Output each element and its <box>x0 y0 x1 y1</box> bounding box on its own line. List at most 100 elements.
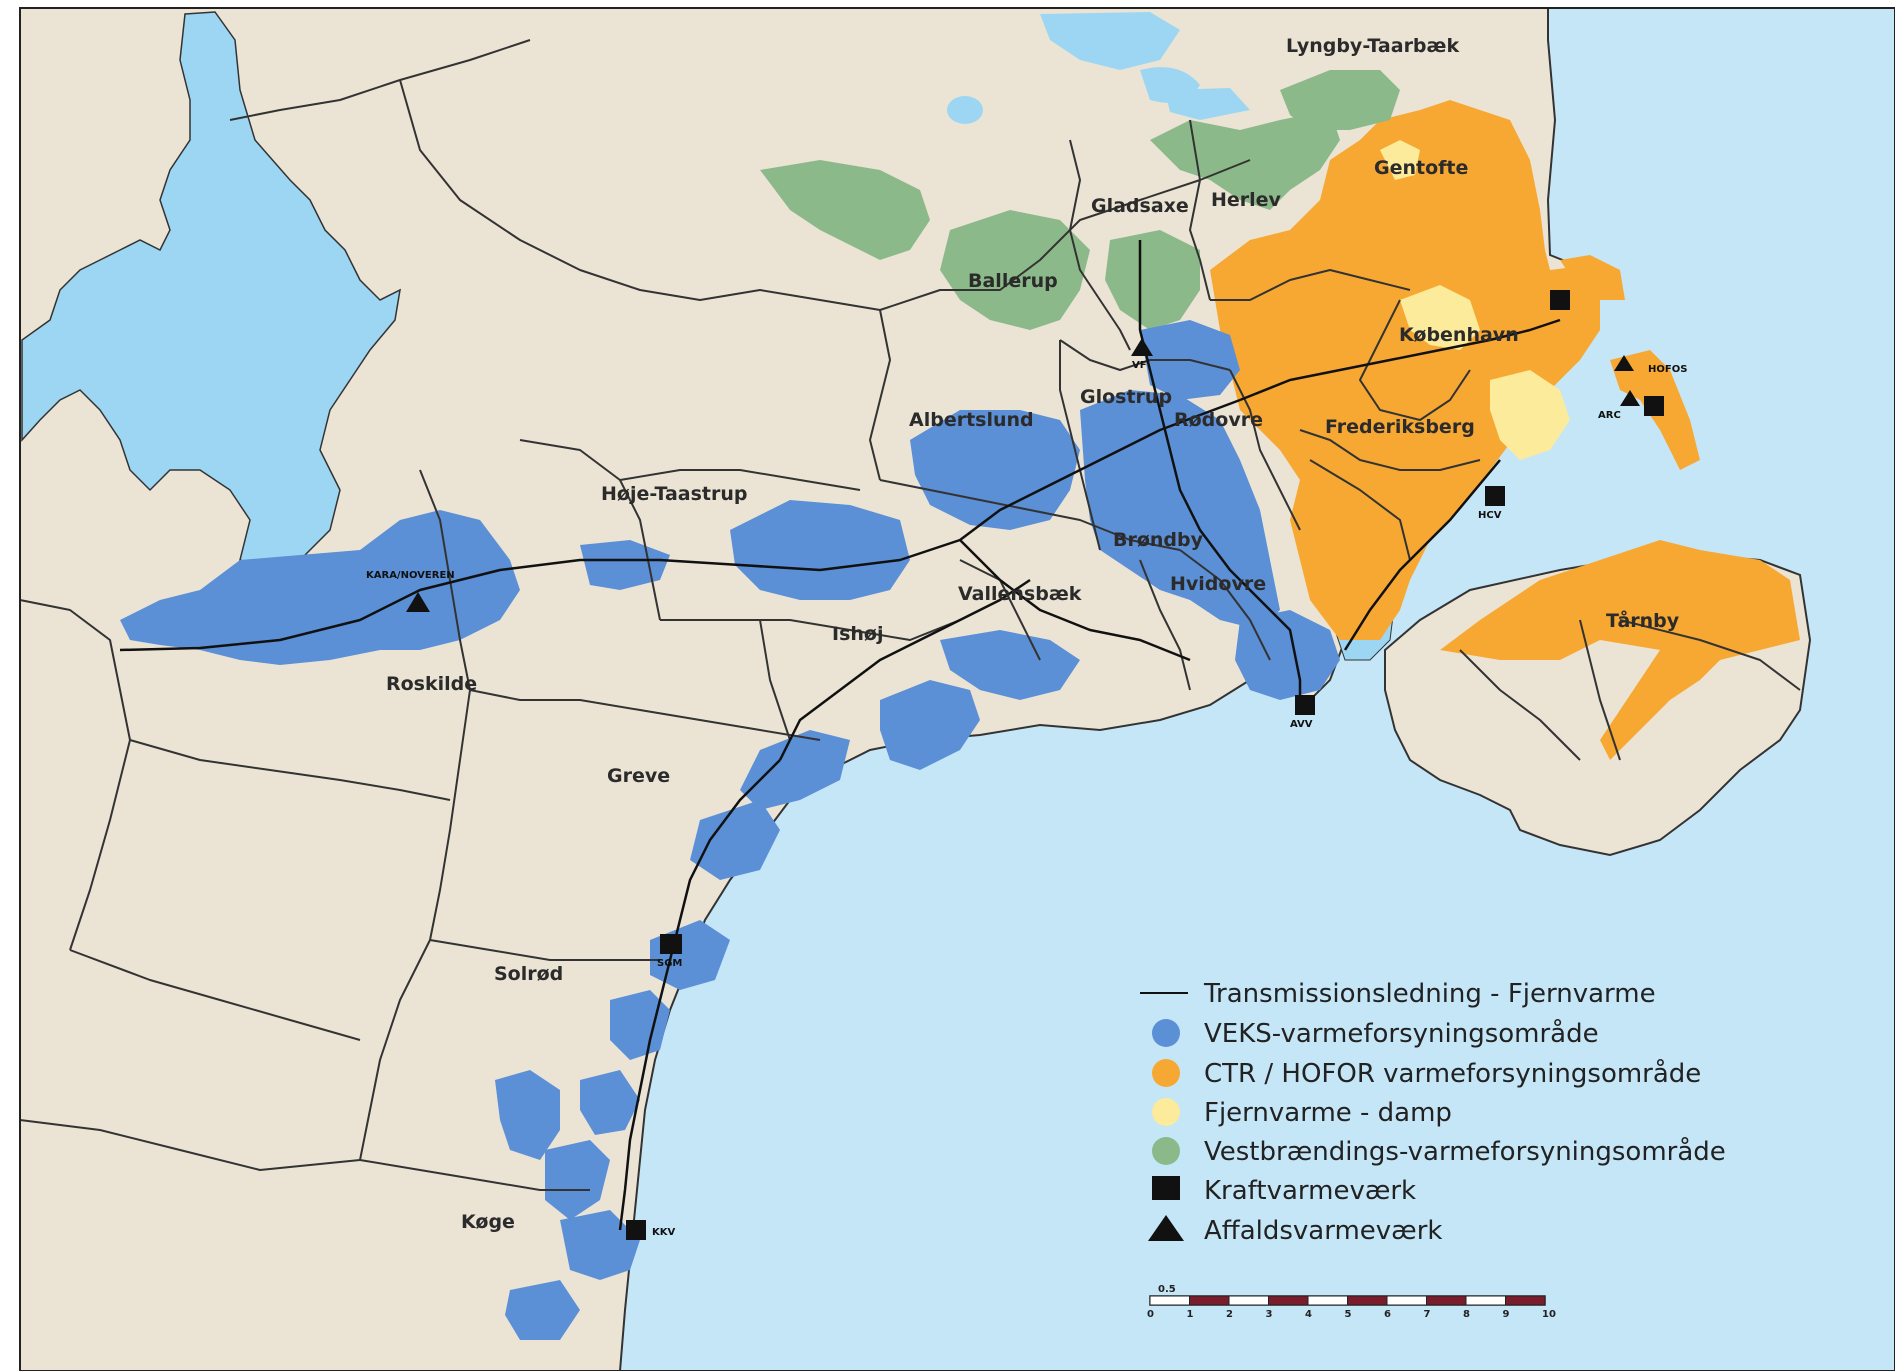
plant-label-vf: VF <box>1132 360 1147 371</box>
label-hoje-taastrup: Høje-Taastrup <box>601 483 748 505</box>
scale-segment <box>1386 1295 1427 1306</box>
legend-triangle-symbol <box>1148 1215 1184 1241</box>
plant-avv: AVV <box>1290 695 1315 730</box>
scale-segment <box>1465 1295 1506 1306</box>
municipality-labels: Lyngby-Taarbæk Gentofte Gladsaxe Herlev … <box>386 35 1680 1233</box>
plant-hofos: HOFOS <box>1614 355 1687 375</box>
label-tarnby: Tårnby <box>1606 608 1680 632</box>
affald-triangle <box>1131 338 1153 356</box>
ctr-hofor-area <box>1210 100 1800 760</box>
legend-item-kraft: Kraftvarmeværk <box>1204 1176 1416 1206</box>
scale-sub-label: 0.5 <box>1158 1284 1176 1295</box>
kraft-square <box>1295 695 1315 715</box>
plants: KARA/NOVEREN VF ARC HOFOS HCV AVV SGM <box>366 290 1687 1240</box>
kraft-square <box>1485 486 1505 506</box>
map-frame <box>19 7 1895 1371</box>
label-greve: Greve <box>607 765 670 787</box>
label-solrod: Solrød <box>494 963 563 985</box>
label-hvidovre: Hvidovre <box>1170 573 1266 595</box>
scale-segment <box>1307 1295 1348 1306</box>
label-koge: Køge <box>461 1211 515 1233</box>
legend-dot-veks <box>1152 1019 1180 1047</box>
plant-label-hcv: HCV <box>1478 510 1502 521</box>
legend-dot-damp <box>1152 1098 1180 1126</box>
scale-segment <box>1347 1295 1388 1306</box>
vestbraending-area <box>760 70 1400 330</box>
scale-tick-label: 6 <box>1384 1309 1391 1320</box>
legend-item-vest: Vestbrændings-varmeforsyningsområde <box>1204 1136 1726 1167</box>
fjernvarme-damp-area <box>1380 140 1570 460</box>
label-rodovre: Rødovre <box>1174 409 1263 431</box>
plant-hcv: HCV <box>1478 486 1505 521</box>
transmission-lines <box>119 240 1561 1231</box>
plant-sgm: SGM <box>657 934 682 969</box>
kraft-square <box>626 1220 646 1240</box>
label-gladsaxe: Gladsaxe <box>1091 195 1189 217</box>
plant-kara: KARA/NOVEREN <box>366 570 455 612</box>
affald-triangle <box>1614 355 1634 371</box>
lake-furesoe <box>1040 12 1180 70</box>
label-ballerup: Ballerup <box>968 270 1058 292</box>
label-kobenhavn: København <box>1399 324 1519 346</box>
scale-tick-label: 10 <box>1542 1309 1556 1320</box>
affald-triangle <box>406 592 430 612</box>
scale-tick-label: 3 <box>1266 1309 1273 1320</box>
scale-tick-label: 9 <box>1503 1309 1510 1320</box>
scale-segment <box>1149 1295 1190 1306</box>
plant-svv-square <box>1550 290 1570 310</box>
plant-label-hofos: HOFOS <box>1648 364 1687 375</box>
plant-vf: VF <box>1131 338 1153 371</box>
plant-label-sgm: SGM <box>657 958 682 969</box>
veks-area <box>120 320 1340 1340</box>
scale-segment <box>1189 1295 1230 1306</box>
scale-bar-segments <box>1149 1295 1546 1306</box>
plant-label-avv: AVV <box>1290 719 1313 730</box>
plant-label-kkv: KKV <box>652 1227 675 1238</box>
label-albertslund: Albertslund <box>909 409 1034 431</box>
legend-item-ctr: CTR / HOFOR varmeforsyningsområde <box>1204 1058 1701 1089</box>
scale-bar: 0.5 0 1 2 3 4 5 6 7 8 9 10 <box>1147 1284 1556 1320</box>
lake-small-2 <box>1165 88 1250 120</box>
scale-tick-label: 2 <box>1226 1309 1233 1320</box>
scale-segment <box>1505 1295 1546 1306</box>
plant-amv-square <box>1644 396 1664 416</box>
scale-tick-label: 4 <box>1305 1309 1312 1320</box>
label-ishoj: Ishøj <box>832 623 883 645</box>
label-gentofte: Gentofte <box>1374 157 1468 179</box>
plant-label-kara: KARA/NOVEREN <box>366 570 455 581</box>
label-brondby: Brøndby <box>1113 529 1204 551</box>
scale-tick-label: 1 <box>1187 1309 1194 1320</box>
plant-arc: ARC <box>1598 390 1640 421</box>
label-roskilde: Roskilde <box>386 673 477 695</box>
lake-small-3 <box>947 96 983 124</box>
municipal-borders <box>19 39 1801 1191</box>
scale-tick-label: 8 <box>1463 1309 1470 1320</box>
scale-segment <box>1426 1295 1467 1306</box>
legend-item-affald: Affaldsvarmeværk <box>1204 1216 1442 1246</box>
lake-roskilde-fjord <box>21 11 401 571</box>
scale-segment <box>1268 1295 1309 1306</box>
legend-item-damp: Fjernvarme - damp <box>1204 1098 1452 1128</box>
legend-item-veks: VEKS-varmeforsyningsområde <box>1204 1018 1599 1049</box>
legend-dot-ctr <box>1152 1059 1180 1087</box>
legend-square-symbol <box>1152 1176 1180 1200</box>
scale-tick-label: 0 <box>1147 1309 1154 1320</box>
scale-tick-label: 5 <box>1345 1309 1352 1320</box>
scale-bar-ticks: 0 1 2 3 4 5 6 7 8 9 10 <box>1147 1309 1556 1320</box>
plant-label-arc: ARC <box>1598 410 1621 421</box>
label-lyngby: Lyngby-Taarbæk <box>1286 35 1459 57</box>
plant-kkv: KKV <box>626 1220 675 1240</box>
legend-dot-vest <box>1152 1137 1180 1165</box>
kraft-square <box>660 934 682 954</box>
legend: Transmissionsledning - Fjernvarme VEKS-v… <box>1140 979 1726 1246</box>
scale-tick-label: 7 <box>1424 1309 1431 1320</box>
affald-triangle <box>1620 390 1640 406</box>
legend-item-transmission: Transmissionsledning - Fjernvarme <box>1203 979 1656 1009</box>
label-vallensbaek: Vallensbæk <box>958 583 1082 605</box>
label-frederiksberg: Frederiksberg <box>1325 416 1475 438</box>
scale-segment <box>1228 1295 1269 1306</box>
label-glostrup: Glostrup <box>1080 386 1172 408</box>
label-herlev: Herlev <box>1211 189 1282 211</box>
